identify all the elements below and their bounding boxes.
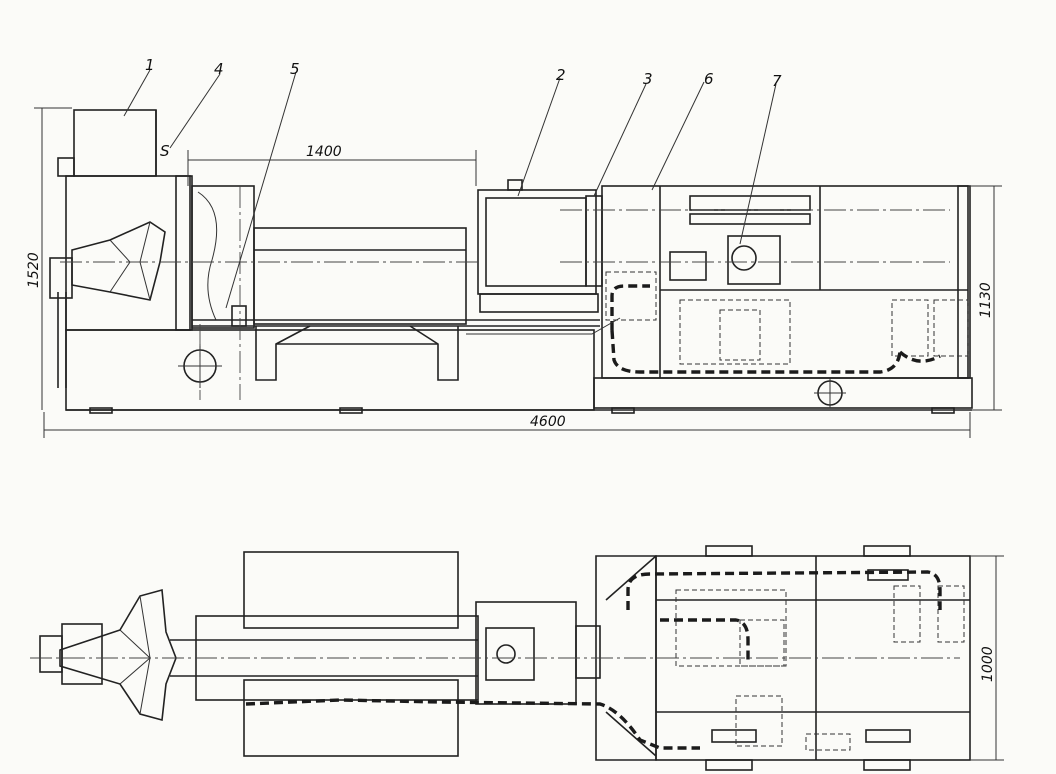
control-cabinet: [601, 185, 969, 379]
cabinet-base: [593, 377, 973, 409]
forming-die-plan: [59, 588, 177, 722]
support-leg-right: [409, 325, 459, 381]
cylinder-top: [243, 551, 459, 629]
label-part-3: 3: [643, 70, 653, 88]
electric-motor: [727, 235, 781, 285]
coupling-3: [585, 195, 603, 287]
dim-width-text: 1000: [980, 646, 996, 682]
label-part-5: 5: [290, 60, 300, 78]
gear-housing-plan: [475, 601, 577, 705]
label-mark-s: S: [160, 142, 170, 160]
cabinet-plan: [655, 555, 971, 761]
head-housing: [65, 175, 191, 331]
label-part-4: 4: [214, 60, 224, 78]
dim-stroke-text: 1400: [306, 144, 342, 160]
support-leg-left: [255, 325, 311, 381]
forming-die: [71, 221, 166, 301]
side-elevation-view: 1 4 5 2 3 6 7 S 1400 4600 1520 1130: [26, 56, 1002, 438]
chuck-plan: [39, 635, 63, 673]
plan-view: 1000: [30, 545, 1004, 771]
label-part-2: 2: [556, 66, 566, 84]
internal-tank: [679, 299, 791, 365]
label-part-6: 6: [704, 70, 714, 88]
pump: [669, 251, 707, 281]
gear-housing: [477, 189, 597, 295]
base-frame: [65, 329, 595, 411]
upper-housing: [73, 109, 157, 177]
main-cylinder: [253, 227, 467, 325]
hydraulic-line-plan-top: [626, 570, 942, 610]
dim-height-text: 1520: [26, 252, 42, 288]
label-part-7: 7: [772, 72, 782, 90]
dim-length-text: 4600: [530, 414, 566, 430]
bracket-5: [231, 305, 247, 327]
label-part-1: 1: [145, 56, 155, 74]
internal-tank-plan: [675, 589, 787, 667]
hydraulic-line-side: [610, 284, 941, 374]
cylinder-bottom: [243, 679, 459, 757]
dim-cabinet-text: 1130: [978, 282, 994, 318]
